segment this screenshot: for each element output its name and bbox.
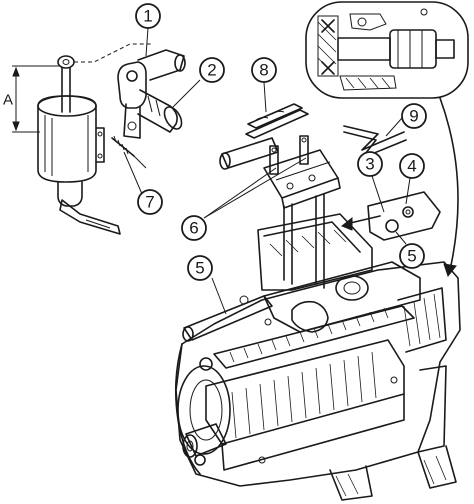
callout-6: 6 xyxy=(181,215,207,241)
callout-5-left-label: 5 xyxy=(195,259,204,278)
callout-2-label: 2 xyxy=(207,61,216,80)
shift-lever-assembly xyxy=(37,43,152,235)
callout-7-label: 7 xyxy=(145,193,154,212)
upper-gear-teeth xyxy=(229,307,389,363)
callout-8-label: 8 xyxy=(259,61,268,80)
callout-6-label: 6 xyxy=(189,219,198,238)
inset-pointer-arrow xyxy=(439,97,459,278)
callout-1: 1 xyxy=(135,3,161,29)
leader-lines xyxy=(123,27,411,315)
shift-fork-cluster xyxy=(219,103,407,289)
callout-9-label: 9 xyxy=(409,107,418,126)
countershaft-gear-teeth xyxy=(231,351,377,439)
callout-3: 3 xyxy=(357,151,383,177)
callout-5-right: 5 xyxy=(399,243,425,269)
callout-4: 4 xyxy=(399,153,425,179)
callout-2: 2 xyxy=(199,57,225,83)
callout-9: 9 xyxy=(401,103,427,129)
callout-5-left: 5 xyxy=(187,255,213,281)
inset-detail xyxy=(305,1,469,99)
callout-1-label: 1 xyxy=(143,7,152,26)
callout-3-label: 3 xyxy=(365,155,374,174)
dimension-a: A xyxy=(3,65,60,133)
callout-8: 8 xyxy=(251,57,277,83)
selector-pivot-assembly xyxy=(111,49,186,169)
dimension-a-label: A xyxy=(3,92,13,109)
callout-7: 7 xyxy=(137,189,163,215)
interlock-plate xyxy=(341,191,441,241)
callout-5-right-label: 5 xyxy=(407,247,416,266)
callout-4-label: 4 xyxy=(407,157,416,176)
gearbox-housing xyxy=(174,213,461,501)
